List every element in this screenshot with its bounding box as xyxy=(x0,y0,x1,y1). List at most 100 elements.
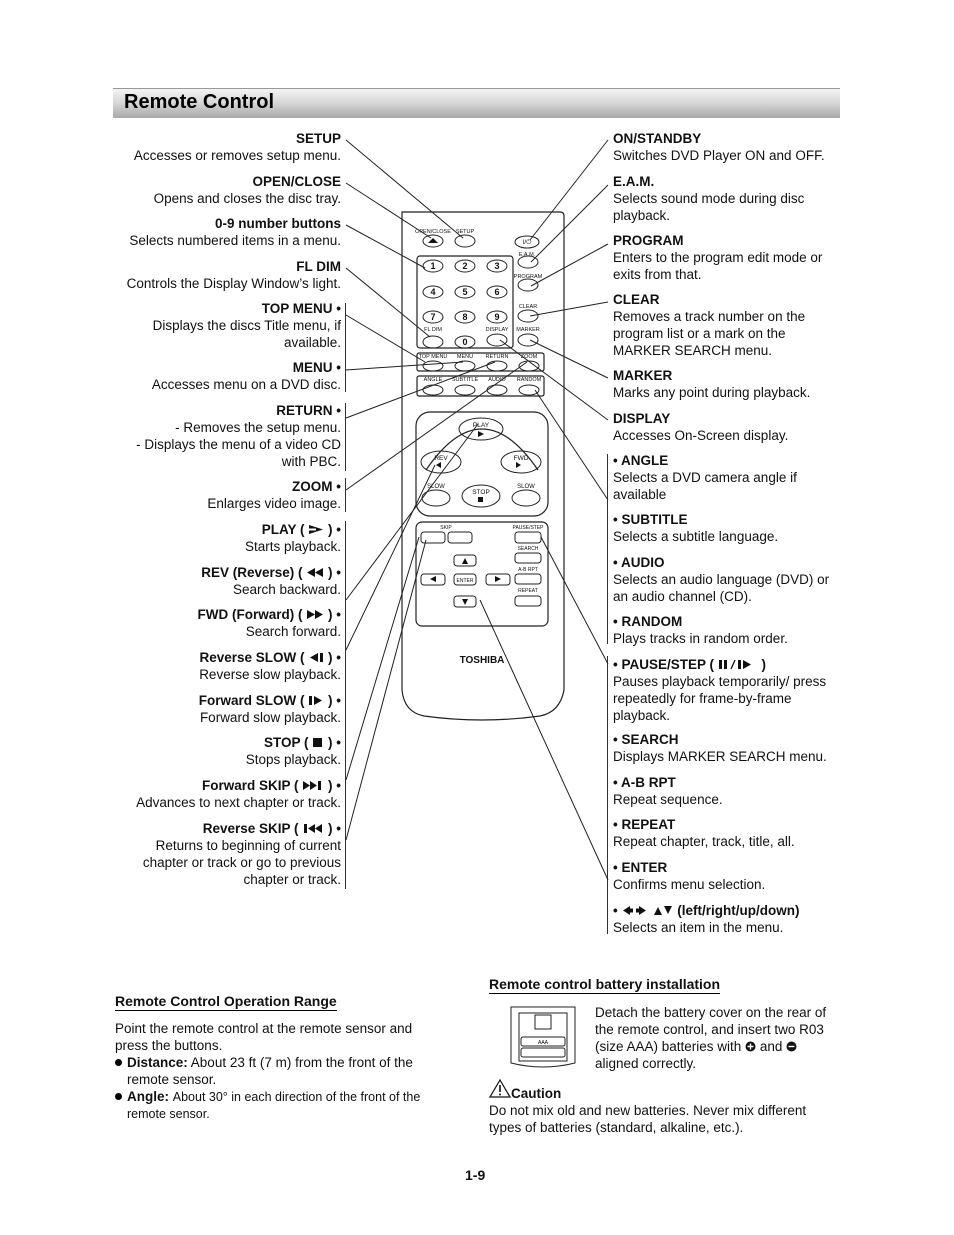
left-label-desc: with PBC. xyxy=(281,454,341,469)
left-label-desc: Starts playback. xyxy=(244,539,341,554)
right-label-desc: Confirms menu selection. xyxy=(613,877,766,892)
bullet-icon xyxy=(115,1059,122,1066)
left-label-title: MENU • xyxy=(292,360,341,375)
right-label-title: CLEAR xyxy=(613,292,660,307)
remote-slow-right-label: SLOW xyxy=(517,484,535,490)
left-label-desc: Displays the discs Title menu, if xyxy=(152,318,341,333)
svg-text:3: 3 xyxy=(494,261,499,271)
right-label-title: DISPLAY xyxy=(613,411,671,426)
right-label-desc: Pauses playback temporarily/ press xyxy=(613,674,827,689)
remote-top-menu-label: TOP MENU xyxy=(419,354,448,360)
remote-left-icon xyxy=(430,576,436,582)
right-label-desc: Removes a track number on the xyxy=(613,309,806,324)
svg-text:0: 0 xyxy=(462,337,467,347)
remote-stop-icon xyxy=(478,497,483,502)
caution-label: Caution xyxy=(511,1086,562,1101)
remote-display-label: DISPLAY xyxy=(486,327,509,333)
left-label-title: ZOOM • xyxy=(292,479,341,494)
remote-random-label: RANDOM xyxy=(517,377,542,383)
remote-rev-icon xyxy=(436,462,441,468)
remote-play-label: PLAY xyxy=(473,422,490,429)
left-label-12: Forward SLOW ( ) • Forward slow playback. xyxy=(199,692,341,726)
remote-pause-step-label: PAUSE/STEP xyxy=(512,525,544,531)
right-label-desc: Switches DVD Player ON and OFF. xyxy=(613,148,825,163)
remote-play-icon xyxy=(478,431,484,437)
left-label-5: MENU • Accesses menu on a DVD disc. xyxy=(152,359,341,393)
right-label-title: • A-B RPT xyxy=(613,775,676,790)
left-label-title: Forward SLOW ( ) • xyxy=(198,693,341,708)
left-label-desc: Returns to beginning of current xyxy=(155,838,341,853)
remote-right-icon xyxy=(495,576,501,582)
right-label-desc: Enters to the program edit mode or xyxy=(613,250,823,265)
remote-marker-label: MARKER xyxy=(516,327,540,333)
remote-zoom-label: ZOOM xyxy=(521,354,538,360)
left-label-desc: Stops playback. xyxy=(245,752,341,767)
remote-menu-label: MENU xyxy=(457,354,473,360)
left-label-desc: Controls the Display Window’s light. xyxy=(126,276,341,291)
right-label-title: • SEARCH xyxy=(613,732,679,747)
left-label-desc: Advances to next chapter or track. xyxy=(136,795,341,810)
right-label-desc: repeatedly for frame-by-frame xyxy=(613,691,792,706)
range-intro: Point the remote control at the remote s… xyxy=(115,1021,421,1121)
left-label-desc: chapter or track. xyxy=(243,872,341,887)
left-label-desc: Forward slow playback. xyxy=(199,710,341,725)
stop-icon xyxy=(312,735,324,750)
svg-text:5: 5 xyxy=(462,287,467,297)
remote-enter-label: ENTER xyxy=(457,578,474,584)
remote-search-label: SEARCH xyxy=(518,546,539,552)
battery-label-1: AAA xyxy=(538,1040,549,1046)
svg-text:4: 4 xyxy=(430,287,435,297)
right-label-title: • RANDOM xyxy=(613,614,683,629)
right-label-desc: available xyxy=(613,487,667,502)
left-label-title: RETURN • xyxy=(276,403,341,418)
left-label-6: RETURN •- Removes the setup menu.- Displ… xyxy=(136,402,341,470)
left-label-14: Forward SKIP ( ) •Advances to next chapt… xyxy=(136,777,341,811)
remote-eam-label: E.A.M. xyxy=(519,252,536,258)
left-label-10: FWD (Forward) ( ) •Search forward. xyxy=(198,606,341,640)
battery-text: Detach the battery cover on the rear of … xyxy=(595,1005,827,1071)
group-bar-playback xyxy=(345,521,346,889)
right-label-title: ON/STANDBY xyxy=(613,131,702,146)
right-label-desc: Marks any point during playback. xyxy=(613,385,811,400)
remote-repeat-label: REPEAT xyxy=(518,588,538,594)
remote-ab-rpt-label: A-B RPT xyxy=(518,567,538,573)
minus-pole-icon xyxy=(786,1041,797,1052)
left-label-title: OPEN/CLOSE xyxy=(252,174,341,189)
left-label-title: Reverse SKIP ( ) • xyxy=(202,821,341,836)
remote-stop-label: STOP xyxy=(472,489,490,496)
left-label-title: FWD (Forward) ( ) • xyxy=(197,607,341,622)
forward-slow-icon xyxy=(308,693,324,708)
right-label-desc: Repeat chapter, track, title, all. xyxy=(613,834,795,849)
range-heading: Remote Control Operation Range xyxy=(115,993,337,1011)
remote-rev-label: REV xyxy=(434,455,448,462)
right-label-title: • SUBTITLE xyxy=(613,512,688,527)
remote-power-label: I/⏻ xyxy=(523,239,532,246)
left-label-desc: Accesses menu on a DVD disc. xyxy=(151,377,341,392)
right-label-desc: Plays tracks in random order. xyxy=(613,631,788,646)
remote-clear-label: CLEAR xyxy=(519,304,537,310)
left-label-15: Reverse SKIP ( ) • Returns to beginning o… xyxy=(143,820,341,888)
right-label-desc: playback. xyxy=(613,708,671,723)
svg-text:1: 1 xyxy=(430,261,435,271)
title-bar: Remote Control xyxy=(113,88,840,118)
right-label-title: • PAUSE/STEP ( ) xyxy=(613,657,767,672)
right-label-desc: Selects a DVD camera angle if xyxy=(613,470,797,485)
svg-text:6: 6 xyxy=(494,287,499,297)
remote-up-icon xyxy=(462,558,468,564)
skip-back-icon xyxy=(302,821,324,836)
right-label-3: CLEAR Removes a track number on the progra… xyxy=(613,291,845,359)
remote-setup-label: SETUP xyxy=(456,229,475,235)
right-label-desc: program list or a mark on the xyxy=(613,326,786,341)
warning-icon xyxy=(489,1079,511,1098)
remote-angle-label: ANGLE xyxy=(424,377,443,383)
caution-block: Caution Do not mix old and new batteries… xyxy=(489,1079,841,1136)
